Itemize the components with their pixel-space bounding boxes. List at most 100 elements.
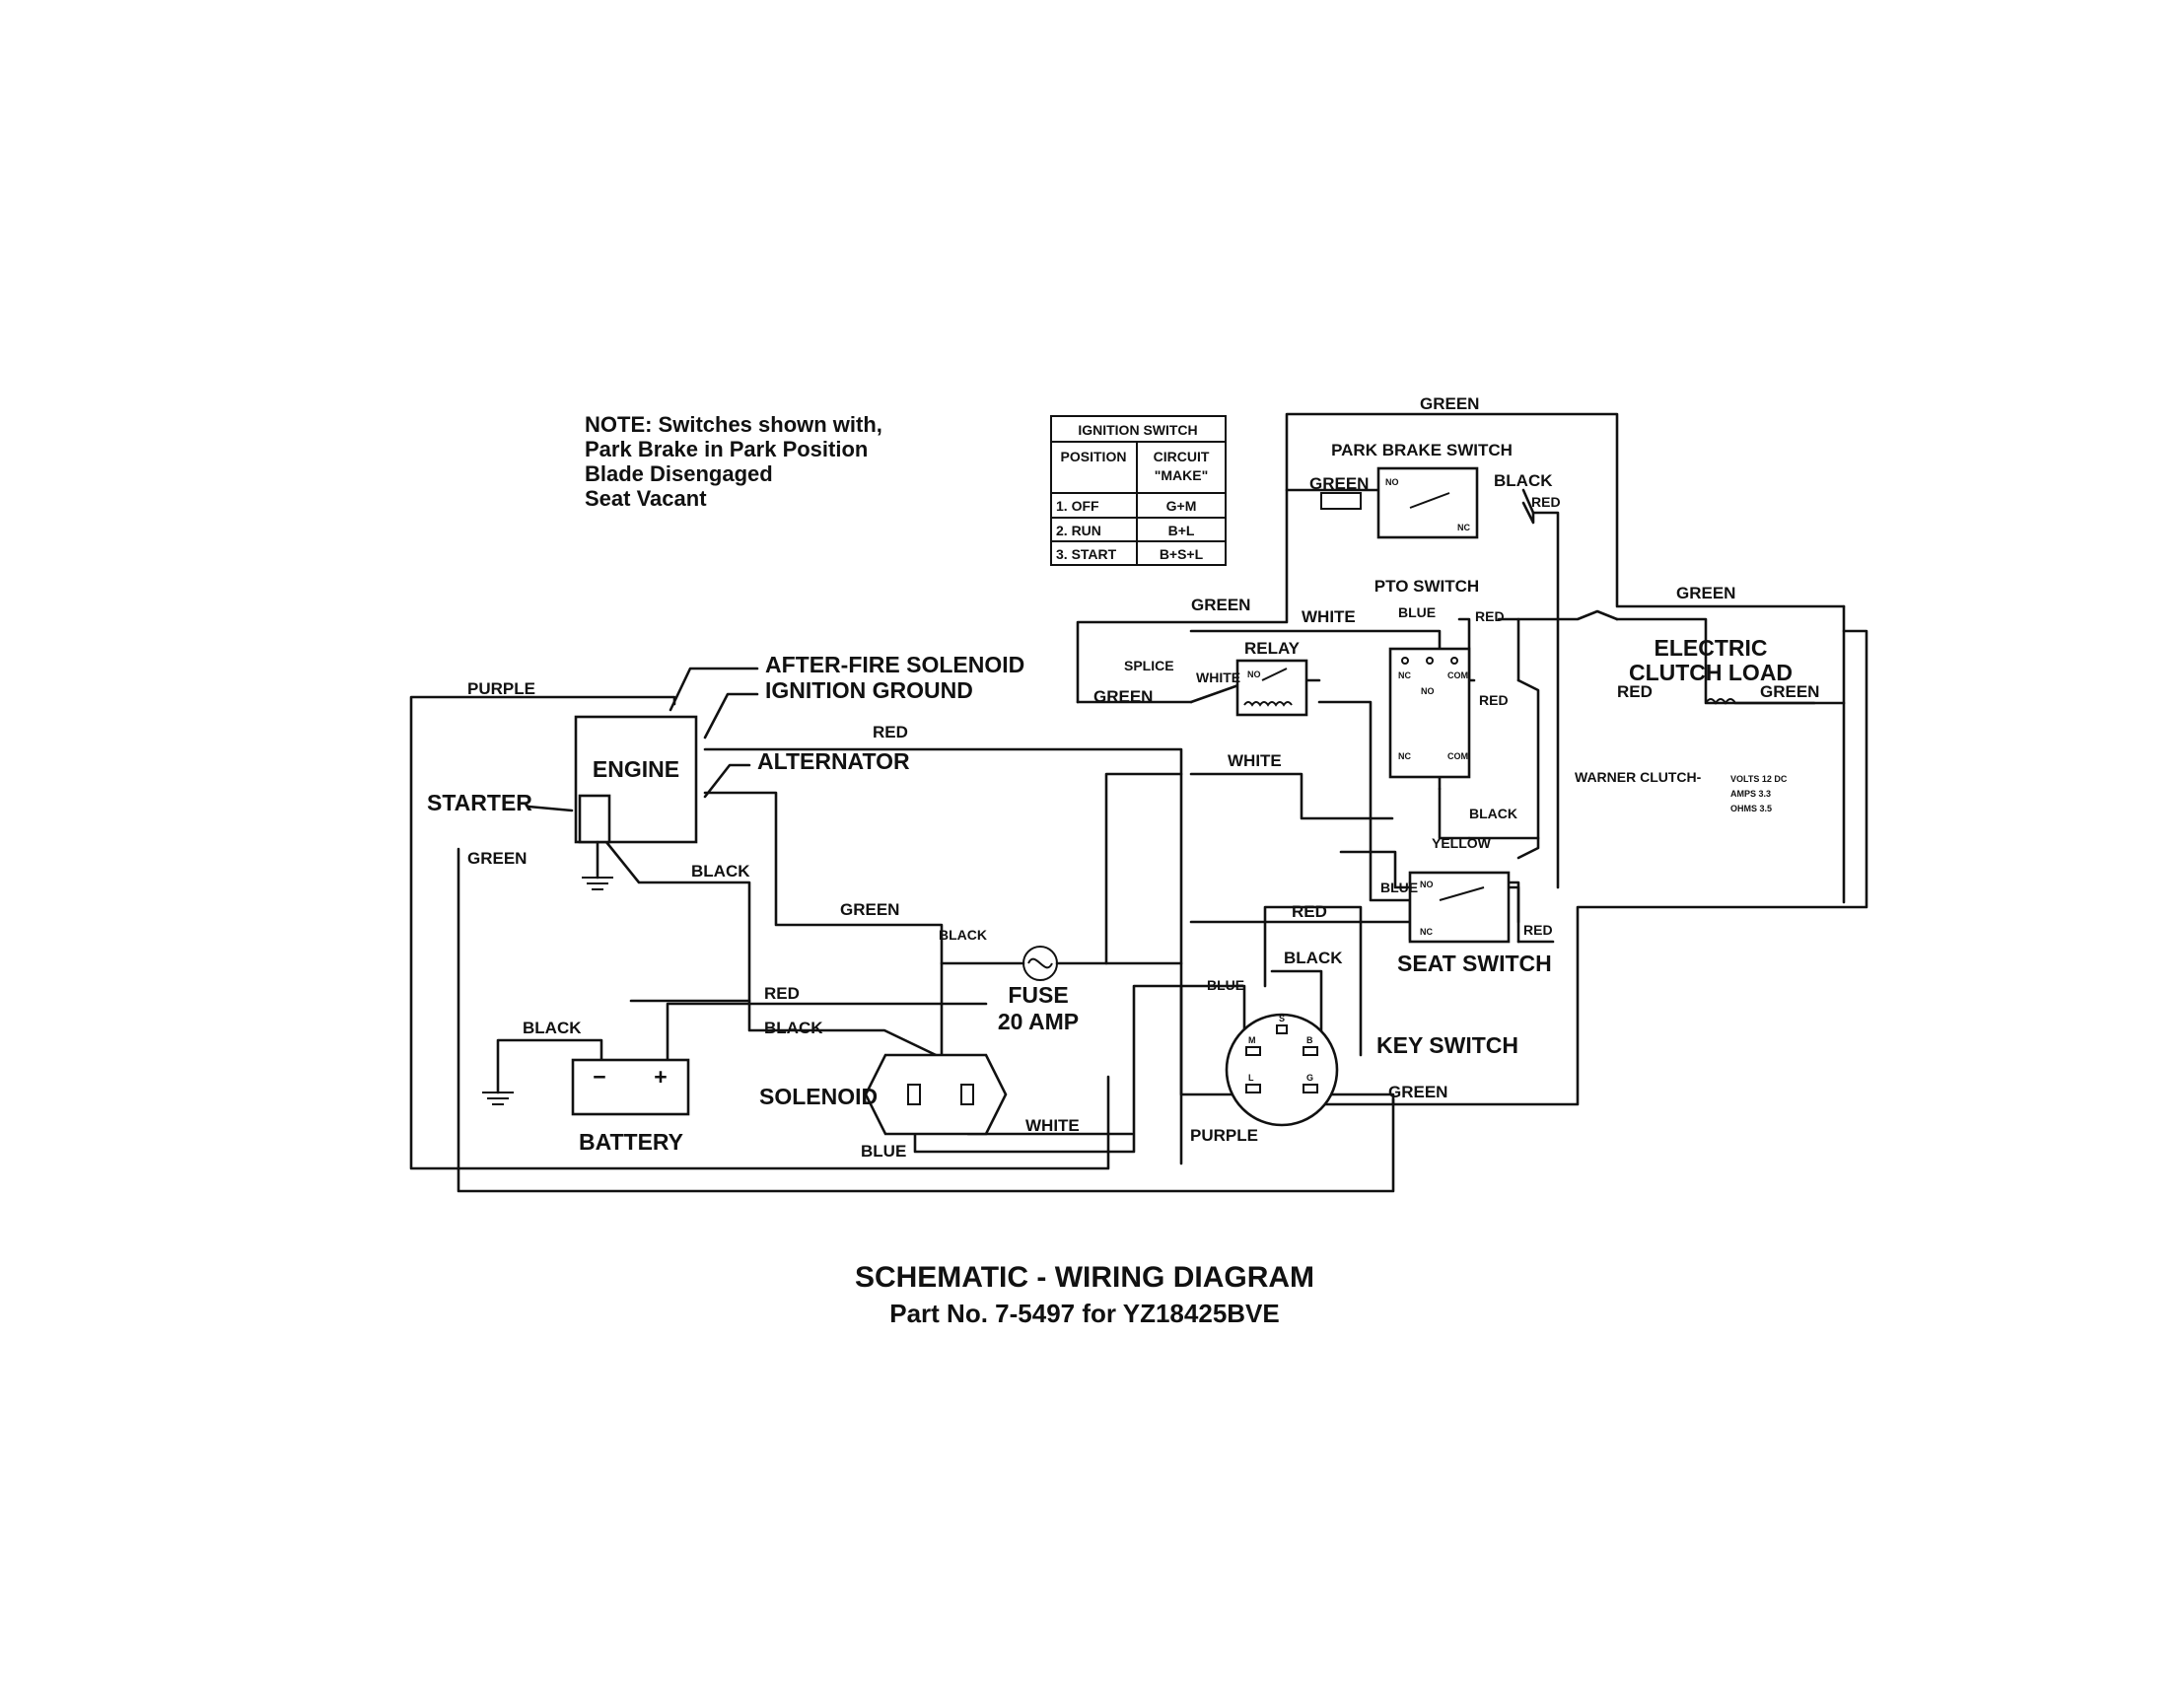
after-fire-solenoid-label: AFTER-FIRE SOLENOID <box>765 652 1024 677</box>
wire-label-red-seat: RED <box>1523 922 1553 938</box>
key-switch: S M B L G KEY SWITCH <box>1225 1013 1518 1127</box>
wire-label-white-solenoid: WHITE <box>1025 1116 1080 1135</box>
pto-com-top: COM <box>1447 670 1468 680</box>
wire-label-red-park: RED <box>1531 494 1561 510</box>
note-line-2: Park Brake in Park Position <box>585 437 868 461</box>
ignition-row-2-circuit: B+L <box>1168 523 1195 538</box>
battery-minus: − <box>593 1064 605 1090</box>
diagram-subtitle: Part No. 7-5497 for YZ18425BVE <box>889 1299 1279 1328</box>
wire-label-purple-top: PURPLE <box>467 679 535 698</box>
electric-clutch-line-2: CLUTCH LOAD <box>1629 660 1793 685</box>
relay-no: NO <box>1247 670 1261 679</box>
wire-label-green-key: GREEN <box>1388 1083 1447 1101</box>
relay-label: RELAY <box>1244 639 1301 658</box>
note-line-4: Seat Vacant <box>585 486 707 511</box>
pto-switch: PTO SWITCH NC NO COM NC COM <box>1374 577 1479 779</box>
wire-label-white-pto: WHITE <box>1302 607 1356 626</box>
ignition-switch-table: IGNITION SWITCH POSITION CIRCUIT "MAKE" … <box>1050 415 1227 566</box>
wire-label-black-park: BLACK <box>1494 471 1553 490</box>
battery-label: BATTERY <box>579 1129 683 1155</box>
wire-label-green-left: GREEN <box>467 849 527 868</box>
seat-switch-label: SEAT SWITCH <box>1397 951 1552 976</box>
solenoid-label: SOLENOID <box>759 1084 878 1109</box>
ignition-table-circuit-header: CIRCUIT <box>1154 449 1210 464</box>
warner-clutch-label: WARNER CLUTCH- <box>1575 769 1702 785</box>
wire-label-black-key: BLACK <box>1284 949 1343 967</box>
wire-label-blue-solenoid: BLUE <box>861 1142 906 1161</box>
wire-label-black-pto: BLACK <box>1469 806 1517 821</box>
seat-switch: SEAT SWITCH NO NC <box>1397 871 1552 976</box>
key-terminal-l: L <box>1248 1073 1254 1083</box>
park-brake-switch-label: PARK BRAKE SWITCH <box>1331 441 1513 459</box>
key-terminal-b: B <box>1306 1035 1313 1045</box>
wire-label-red-pto-side: RED <box>1479 692 1509 708</box>
key-terminal-m: M <box>1248 1035 1256 1045</box>
ignition-row-1-circuit: G+M <box>1166 498 1197 514</box>
engine: ENGINE <box>574 715 698 890</box>
alternator-label: ALTERNATOR <box>757 748 910 774</box>
ignition-table-make-header: "MAKE" <box>1155 467 1209 483</box>
key-terminal-g: G <box>1306 1073 1313 1083</box>
park-brake-no: NO <box>1385 477 1399 487</box>
diagram-title: SCHEMATIC - WIRING DIAGRAM <box>855 1261 1314 1294</box>
wire-label-green-park: GREEN <box>1309 474 1369 493</box>
park-brake-switch: PARK BRAKE SWITCH NO NC <box>1320 441 1513 539</box>
wire-label-black-battery: BLACK <box>523 1019 582 1037</box>
battery-plus: + <box>654 1064 667 1090</box>
ignition-table-title: IGNITION SWITCH <box>1078 422 1197 438</box>
wire-label-black-solenoid: BLACK <box>764 1019 823 1037</box>
wire-label-green-upper: GREEN <box>1191 596 1250 614</box>
wire-network <box>409 412 1868 1193</box>
relay: RELAY NO <box>1235 639 1308 717</box>
wire-labels: PURPLE GREEN RED BLACK GREEN BLACK RED B… <box>467 394 1819 1161</box>
ignition-row-3-position: 3. START <box>1056 546 1117 562</box>
fuse-label: FUSE <box>1008 982 1068 1008</box>
warner-ohms: OHMS 3.5 <box>1730 804 1772 813</box>
starter-label: STARTER <box>427 790 532 815</box>
note-line-3: Blade Disengaged <box>585 461 773 486</box>
pto-switch-label: PTO SWITCH <box>1374 577 1479 596</box>
warner-amps: AMPS 3.3 <box>1730 789 1771 799</box>
wire-label-blue-seat: BLUE <box>1380 880 1418 895</box>
wire-label-yellow: YELLOW <box>1432 835 1492 851</box>
engine-ground-icon <box>582 877 613 890</box>
wire-label-black-engine: BLACK <box>691 862 750 881</box>
wire-label-green-relay: GREEN <box>1093 687 1153 706</box>
pto-no-top: NO <box>1421 686 1435 696</box>
pto-nc-top: NC <box>1398 670 1411 680</box>
ignition-row-2-position: 2. RUN <box>1056 523 1101 538</box>
wire-label-red-pto: RED <box>1475 608 1505 624</box>
ignition-row-1-position: 1. OFF <box>1056 498 1099 514</box>
engine-label: ENGINE <box>593 756 679 782</box>
seat-no: NO <box>1420 880 1434 889</box>
electric-clutch-line-1: ELECTRIC <box>1655 635 1768 661</box>
wire-label-blue-pto: BLUE <box>1398 604 1436 620</box>
electric-clutch-load: ELECTRIC CLUTCH LOAD WARNER CLUTCH- VOLT… <box>1575 635 1793 813</box>
seat-nc: NC <box>1420 927 1433 937</box>
wire-label-red-top: RED <box>873 723 908 741</box>
wire-label-green-alternator: GREEN <box>840 900 899 919</box>
note-block: NOTE: Switches shown with, Park Brake in… <box>585 412 882 511</box>
wire-label-black-fuse: BLACK <box>939 927 987 943</box>
warner-volts: VOLTS 12 DC <box>1730 774 1788 784</box>
wire-label-purple-key: PURPLE <box>1190 1126 1258 1145</box>
key-switch-label: KEY SWITCH <box>1376 1032 1518 1058</box>
ignition-table-position-header: POSITION <box>1061 449 1127 464</box>
ignition-row-3-circuit: B+S+L <box>1160 546 1204 562</box>
wire-label-blue-key: BLUE <box>1207 977 1244 993</box>
wire-label-red-battery: RED <box>764 984 800 1003</box>
splice-label: SPLICE <box>1124 658 1174 673</box>
ignition-ground-label: IGNITION GROUND <box>765 677 973 703</box>
solenoid: SOLENOID <box>759 1053 1008 1136</box>
wire-label-green-clutch-top: GREEN <box>1676 584 1735 602</box>
fuse-rating: 20 AMP <box>998 1009 1079 1034</box>
wire-label-green-clutch: GREEN <box>1760 682 1819 701</box>
wire-label-white-relay-lower: WHITE <box>1228 751 1282 770</box>
wire-label-red-key: RED <box>1292 902 1327 921</box>
wire-label-red-clutch: RED <box>1617 682 1653 701</box>
battery: − + BATTERY <box>571 1058 690 1155</box>
wire-label-white-relay: WHITE <box>1196 670 1240 685</box>
battery-ground-icon <box>482 1092 514 1105</box>
pto-com-bottom: COM <box>1447 751 1468 761</box>
pto-nc-bottom: NC <box>1398 751 1411 761</box>
